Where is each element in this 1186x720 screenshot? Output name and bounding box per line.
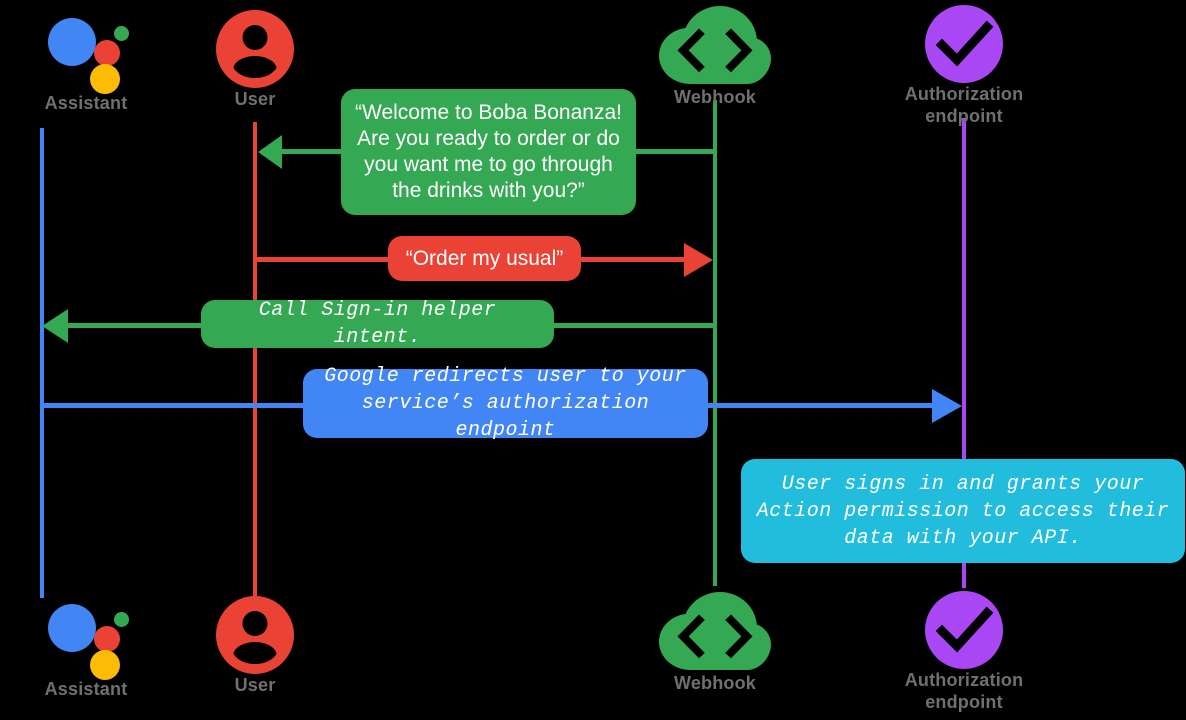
lifeline-user bbox=[253, 122, 257, 598]
lifeline-assistant bbox=[40, 128, 44, 598]
message-bubble-grant[interactable]: User signs in and grants your Action per… bbox=[741, 459, 1185, 563]
actor-label-auth: Authorization endpoint bbox=[904, 84, 1024, 126]
assistant-green-dot-icon bbox=[114, 26, 129, 41]
actor-label-user: User bbox=[234, 89, 276, 109]
google-assistant-icon bbox=[44, 8, 129, 94]
assistant-green-dot-icon bbox=[114, 612, 129, 627]
actor-assistant-bottom[interactable]: Assistant bbox=[0, 594, 172, 700]
lifeline-auth bbox=[962, 118, 966, 588]
lifeline-webhook bbox=[713, 100, 717, 586]
actor-label-assistant: Assistant bbox=[44, 93, 128, 113]
actor-label-assistant: Assistant bbox=[44, 679, 128, 699]
cloud-code-icon bbox=[659, 592, 771, 672]
cloud-code-icon bbox=[659, 6, 771, 86]
actor-label-auth: Authorization endpoint bbox=[904, 670, 1024, 712]
purple-check-circle-icon bbox=[925, 5, 1003, 83]
assistant-blue-dot-icon bbox=[48, 604, 96, 652]
actor-assistant-top[interactable]: Assistant bbox=[0, 8, 172, 114]
actor-webhook-bottom[interactable]: Webhook bbox=[633, 592, 797, 694]
arrowhead-order bbox=[684, 243, 713, 277]
actor-webhook-top[interactable]: Webhook bbox=[633, 6, 797, 108]
assistant-yellow-dot-icon bbox=[90, 650, 120, 680]
user-avatar-icon bbox=[216, 596, 294, 674]
actor-auth-top[interactable]: Authorization endpoint bbox=[874, 0, 1054, 127]
assistant-blue-dot-icon bbox=[48, 18, 96, 66]
actor-user-top[interactable]: User bbox=[175, 10, 335, 110]
google-assistant-icon bbox=[44, 594, 129, 680]
arrowhead-welcome bbox=[258, 135, 282, 169]
message-bubble-order[interactable]: “Order my usual” bbox=[388, 236, 581, 281]
assistant-red-dot-icon bbox=[94, 40, 120, 66]
arrowhead-redirect bbox=[932, 389, 962, 423]
message-bubble-welcome[interactable]: “Welcome to Boba Bonanza! Are you ready … bbox=[341, 89, 636, 215]
actor-label-user: User bbox=[234, 675, 276, 695]
actor-user-bottom[interactable]: User bbox=[175, 596, 335, 696]
message-bubble-signin[interactable]: Call Sign-in helper intent. bbox=[201, 299, 554, 349]
actor-label-webhook: Webhook bbox=[673, 87, 757, 107]
arrowhead-signin bbox=[42, 309, 68, 343]
user-avatar-icon bbox=[216, 10, 294, 88]
message-bubble-redirect[interactable]: Google redirects user to your service’s … bbox=[303, 365, 708, 442]
actor-label-webhook: Webhook bbox=[673, 673, 757, 693]
actor-auth-bottom[interactable]: Authorization endpoint bbox=[874, 586, 1054, 713]
assistant-red-dot-icon bbox=[94, 626, 120, 652]
assistant-yellow-dot-icon bbox=[90, 64, 120, 94]
purple-check-circle-icon bbox=[925, 591, 1003, 669]
